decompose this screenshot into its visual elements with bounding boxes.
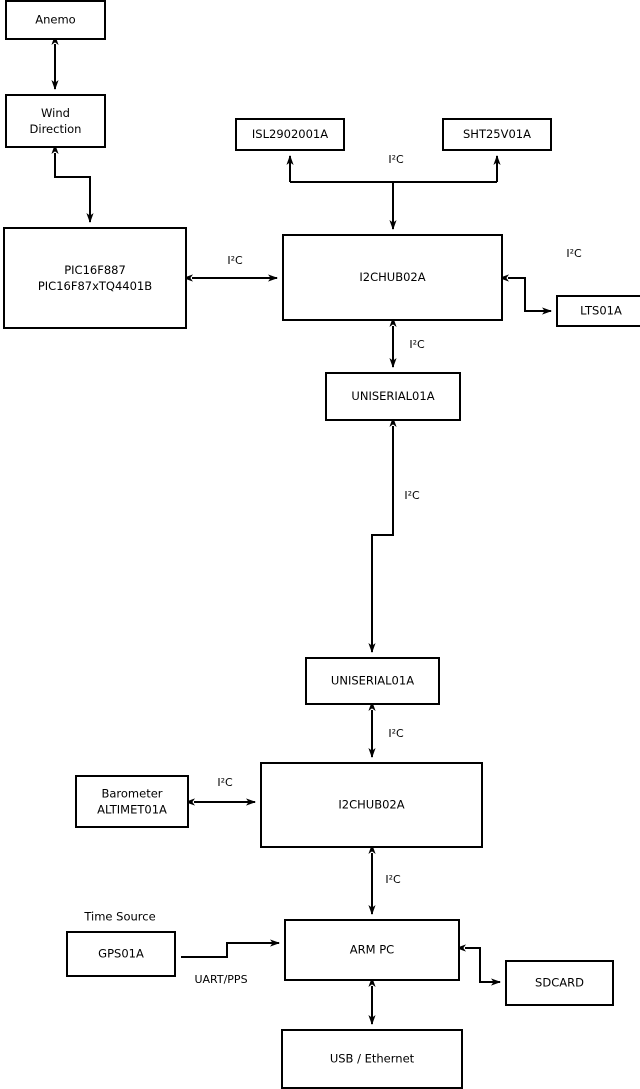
node-label-line: Wind	[41, 106, 70, 120]
edge-uniser-uniser: I²C	[368, 417, 420, 653]
node-label-line: Barometer	[101, 786, 162, 800]
node-hub-bot[interactable]: I2CHUB02A	[260, 762, 483, 848]
node-armpc[interactable]: ARM PC	[284, 919, 460, 981]
edge-armpc-sdcard	[456, 944, 501, 986]
node-label-sdcard: SDCARD	[535, 976, 584, 990]
node-box	[75, 775, 189, 828]
edge-label-barometer-hubbot: I²C	[217, 776, 233, 789]
edge-line	[368, 417, 397, 653]
node-label-sht: SHT25V01A	[463, 127, 531, 141]
node-lts[interactable]: LTS01A	[556, 295, 640, 327]
node-sdcard[interactable]: SDCARD	[505, 960, 614, 1006]
edge-label-hubbot-armpc: I²C	[385, 873, 401, 886]
edge-line	[51, 144, 94, 223]
node-label-anemo: Anemo	[35, 13, 75, 27]
node-box	[282, 234, 503, 321]
node-hub-top[interactable]: I2CHUB02A	[282, 234, 503, 321]
free-labels-layer: Time Source	[83, 910, 155, 924]
node-label-lts: LTS01A	[580, 304, 622, 318]
node-label-armpc: ARM PC	[350, 943, 394, 957]
edge-hubtop-lts: I²C	[499, 247, 582, 315]
edge-line	[499, 274, 552, 315]
edge-hubtop-sensors: I²C	[286, 153, 404, 182]
edge-gps-armpc: UART/PPS	[181, 939, 280, 986]
edge-pic-hubtop: I²C	[183, 254, 278, 282]
node-label-line: Direction	[30, 122, 82, 136]
node-label-gps: GPS01A	[98, 947, 144, 961]
edge-label-hubtop-lts: I²C	[566, 247, 582, 260]
edges-layer: I²C I²C I²C I²C I²C I²C I²C I²C UART/PPS	[51, 35, 582, 1025]
node-box	[281, 1029, 463, 1089]
edge-line	[181, 939, 280, 958]
free-label-time-source: Time Source	[83, 910, 155, 924]
node-box	[5, 94, 106, 148]
node-box	[66, 931, 176, 977]
edge-wind-pic	[51, 144, 94, 223]
edge-label-pic-hubtop: I²C	[227, 254, 243, 267]
node-box	[325, 372, 461, 421]
node-box	[305, 657, 440, 705]
node-uniserial-bot[interactable]: UNISERIAL01A	[305, 657, 440, 705]
node-box	[556, 295, 640, 327]
node-label-isl: ISL2902001A	[252, 127, 328, 141]
node-usbeth[interactable]: USB / Ethernet	[281, 1029, 463, 1089]
node-box	[284, 919, 460, 981]
node-box	[442, 118, 552, 151]
edge-label-hubtop-sensors: I²C	[388, 153, 404, 166]
edge-label-uniser-hubbot: I²C	[388, 727, 404, 740]
node-box	[505, 960, 614, 1006]
node-gps[interactable]: GPS01A	[66, 931, 176, 977]
node-label-hub-top: I2CHUB02A	[359, 270, 425, 284]
node-box	[235, 118, 345, 151]
node-label-hub-bot: I2CHUB02A	[338, 798, 404, 812]
edge-uniser-hubbot: I²C	[368, 701, 404, 758]
node-anemo[interactable]: Anemo	[5, 0, 106, 40]
edge-label-gps-armpc: UART/PPS	[194, 973, 247, 986]
edge-label-hubtop-uniser: I²C	[409, 338, 425, 351]
node-label-usbeth: USB / Ethernet	[330, 1052, 415, 1066]
node-uniserial-top[interactable]: UNISERIAL01A	[325, 372, 461, 421]
node-box	[260, 762, 483, 848]
edge-barometer-hubbot: I²C	[185, 776, 256, 806]
node-box	[3, 227, 187, 329]
node-label-line: ALTIMET01A	[97, 802, 167, 816]
node-label-line: PIC16F87xTQ4401B	[38, 279, 152, 293]
node-label-uniserial-top: UNISERIAL01A	[351, 389, 434, 403]
edge-line	[456, 944, 501, 986]
edge-hubtop-uniser: I²C	[389, 317, 425, 368]
edge-label-uniser-uniser: I²C	[404, 489, 420, 502]
node-isl[interactable]: ISL2902001A	[235, 118, 345, 151]
node-sht[interactable]: SHT25V01A	[442, 118, 552, 151]
node-box	[5, 0, 106, 40]
edge-hubbot-armpc: I²C	[368, 844, 401, 915]
node-label-line: PIC16F887	[64, 263, 126, 277]
node-label-uniserial-bot: UNISERIAL01A	[331, 674, 414, 688]
